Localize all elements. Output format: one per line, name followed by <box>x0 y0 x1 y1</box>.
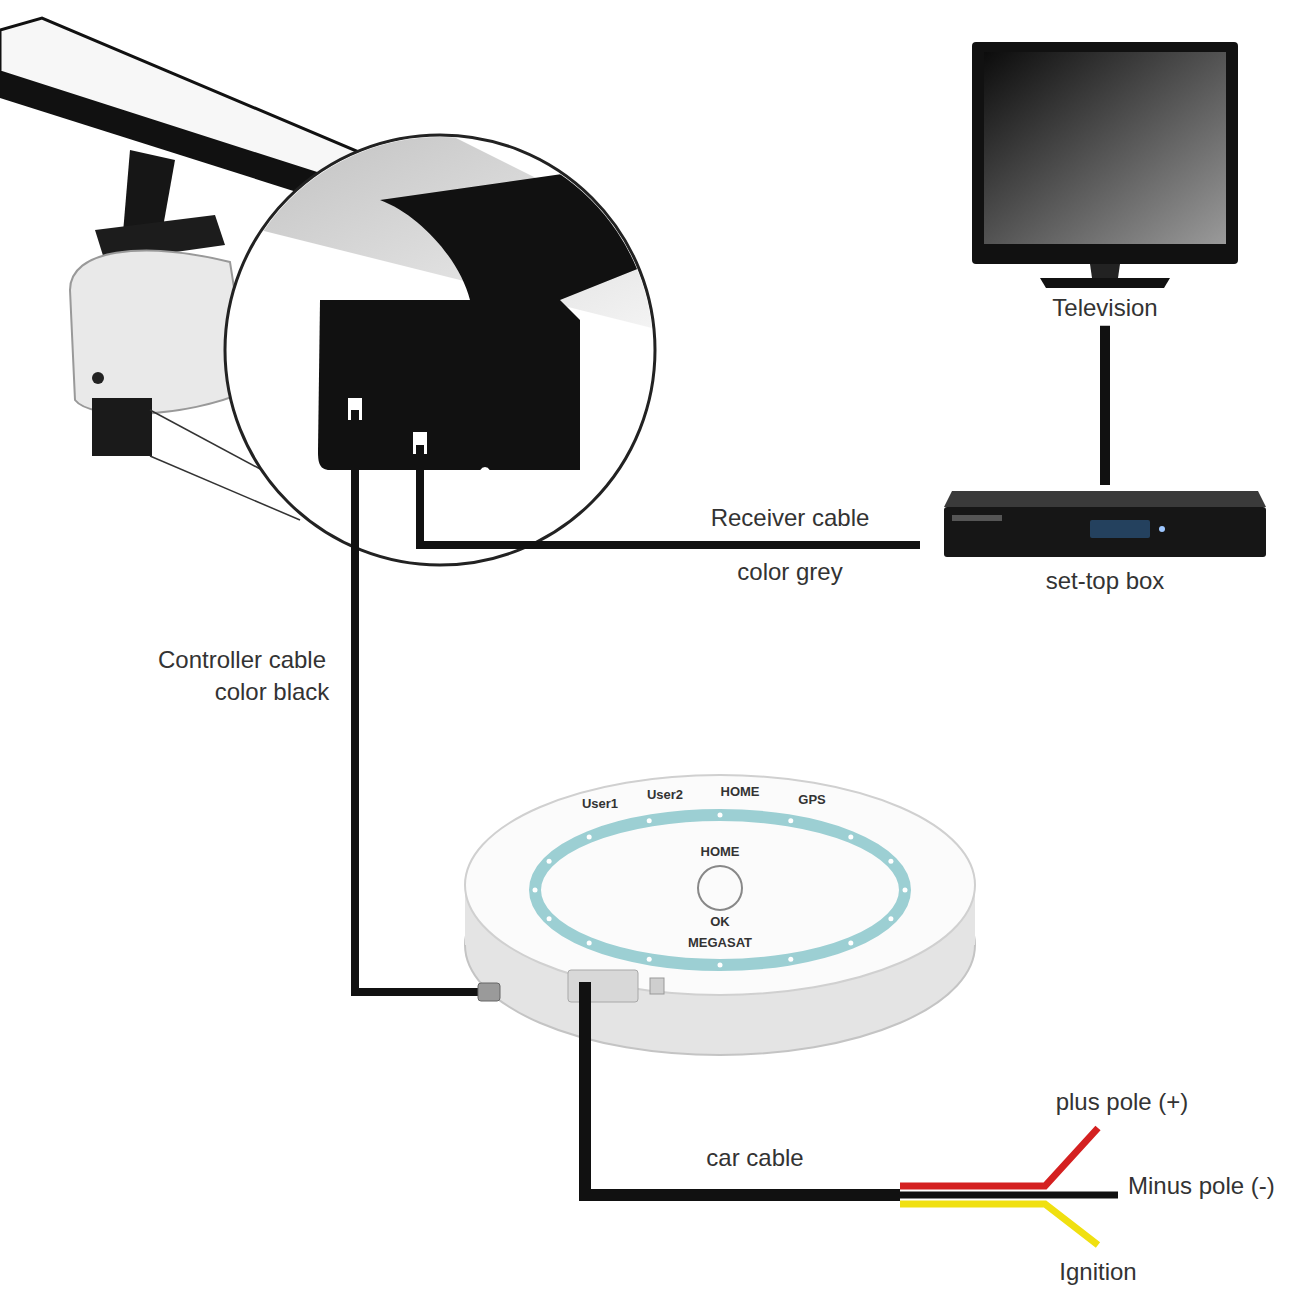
button-label: MEGASAT <box>688 936 752 951</box>
stb-led <box>1159 526 1165 532</box>
car-cable-plug <box>579 982 591 1066</box>
ring-led <box>903 888 908 893</box>
ring-led <box>788 818 793 823</box>
ring-led <box>587 834 592 839</box>
button-label: OK <box>710 915 730 930</box>
controller-top <box>465 775 975 995</box>
controller-box: User1User2HOMEGPSHOMEOKMEGASAT <box>450 770 990 1080</box>
ok-button <box>698 866 742 910</box>
tv-frame <box>972 42 1238 264</box>
ring-led <box>888 859 893 864</box>
ring-led <box>647 957 652 962</box>
receiver-cable <box>420 445 920 545</box>
ring-led <box>888 916 893 921</box>
power-port <box>568 970 638 1002</box>
selector-ring <box>535 815 905 965</box>
button-label: HOME <box>701 845 740 860</box>
controller-cable <box>355 410 478 992</box>
minus-wire <box>900 1192 1118 1199</box>
set-top-box: set-top box <box>940 485 1270 605</box>
button-label: User2 <box>647 788 683 803</box>
screw-hole <box>478 467 492 489</box>
ring-led <box>848 941 853 946</box>
button-label: User1 <box>582 797 618 812</box>
dish-bolt <box>92 372 104 384</box>
tv-stand <box>1040 278 1170 288</box>
cable-label: plus pole (+) <box>1056 1088 1189 1116</box>
cable-label: color grey <box>737 558 842 586</box>
ring-led <box>547 916 552 921</box>
stb-badge <box>952 515 1002 521</box>
dish-base <box>70 251 250 414</box>
ring-led <box>647 818 652 823</box>
stb-display <box>1090 520 1150 538</box>
cable-label: Ignition <box>1059 1258 1136 1286</box>
ring-led <box>547 859 552 864</box>
cable-label: Receiver cable <box>711 504 870 532</box>
cable-label: car cable <box>706 1144 803 1172</box>
cable-label: Controller cable <box>158 646 326 674</box>
ring-led <box>587 941 592 946</box>
tv-neck <box>1090 264 1120 278</box>
cable-label: color black <box>215 678 330 706</box>
ignition-wire <box>900 1204 1098 1245</box>
device-label: set-top box <box>1046 567 1165 595</box>
ring-led <box>848 834 853 839</box>
magnified-detail <box>220 120 660 489</box>
ring-led <box>788 957 793 962</box>
button-label: GPS <box>798 793 825 808</box>
aux-port <box>650 978 664 994</box>
tv-screen <box>984 52 1226 244</box>
node-outline <box>970 40 1240 325</box>
f-connector <box>478 983 500 1001</box>
panel-edge <box>380 160 660 300</box>
panel-face <box>220 120 660 330</box>
ring-led <box>533 888 538 893</box>
device-label: Television <box>1052 294 1157 322</box>
stb-front <box>944 507 1266 557</box>
ring-led <box>718 813 723 818</box>
av-cable <box>1100 326 1110 485</box>
dish-foot <box>92 398 152 456</box>
plus-wire <box>900 1128 1098 1186</box>
television-box: Television <box>970 40 1240 326</box>
stb-top <box>944 491 1266 507</box>
cable-label: Minus pole (-) <box>1128 1172 1275 1200</box>
ring-led <box>718 963 723 968</box>
button-label: HOME <box>721 785 760 800</box>
